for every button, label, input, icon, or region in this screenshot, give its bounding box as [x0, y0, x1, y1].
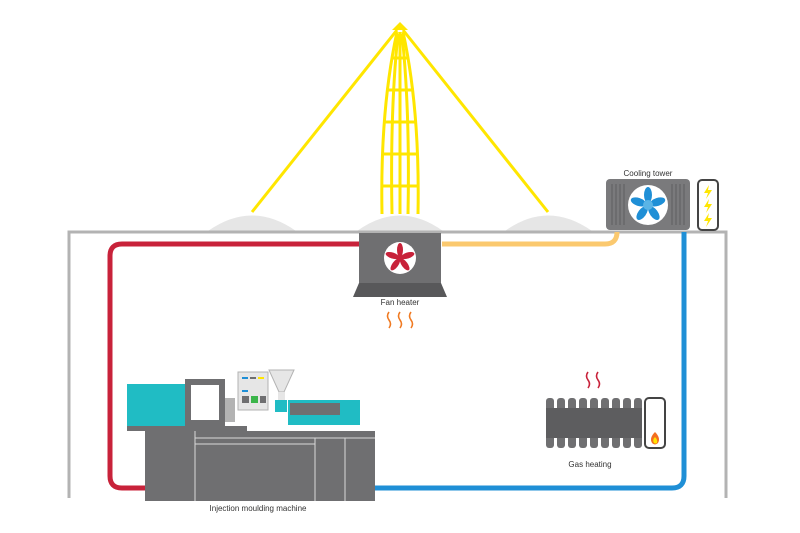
light-ray-left [250, 29, 399, 213]
radiator-fins [546, 398, 642, 448]
dome-left [208, 215, 296, 231]
cooling-tower: Cooling tower [606, 169, 719, 231]
fan-heater-label: Fan heater [381, 298, 420, 307]
machine-base-panel-lines [194, 431, 375, 501]
hopper [268, 369, 295, 393]
panel-led [242, 377, 248, 379]
heater-fan-icon [385, 243, 415, 271]
injection-moulding-machine: Injection moulding machine [127, 369, 375, 513]
barrel [290, 403, 340, 415]
heat-waves-icon [386, 311, 414, 329]
panel-button [260, 396, 266, 403]
machine-base [145, 431, 375, 501]
panel-led [258, 377, 264, 379]
cooling-fan-icon [630, 187, 666, 220]
gas-heating-label: Gas heating [568, 460, 611, 469]
light-ray-right [401, 29, 550, 213]
panel-led [242, 390, 248, 392]
light-structure [250, 22, 550, 215]
machine-rail [127, 426, 247, 431]
panel-button [242, 396, 249, 403]
panel-button [251, 396, 258, 403]
warm-pipe [442, 231, 620, 247]
tie-bar [225, 398, 235, 422]
mould-window [191, 385, 219, 420]
fan-heater: Fan heater [353, 233, 447, 329]
building-outline [67, 230, 728, 498]
dome-right [505, 215, 592, 231]
roof-domes [208, 215, 592, 231]
injection-unit-base [275, 400, 287, 412]
boiler-box [644, 397, 666, 449]
gas-heating: Gas heating [546, 371, 666, 469]
lamp-top [392, 22, 408, 30]
cold-pipe [375, 232, 687, 491]
hot-pipe [107, 241, 360, 491]
fan-heater-base [353, 283, 447, 297]
panel-led [250, 377, 256, 379]
heat-waves-gas-icon [585, 371, 601, 389]
cooling-tower-vents [611, 184, 685, 225]
light-cone-grid [380, 31, 420, 215]
flame-icon [651, 432, 659, 445]
hopper-neck [278, 392, 285, 400]
lightning-icon [704, 185, 712, 227]
dome-center [357, 215, 443, 231]
injection-machine-label: Injection moulding machine [210, 504, 307, 513]
cooling-tower-label: Cooling tower [624, 169, 673, 178]
